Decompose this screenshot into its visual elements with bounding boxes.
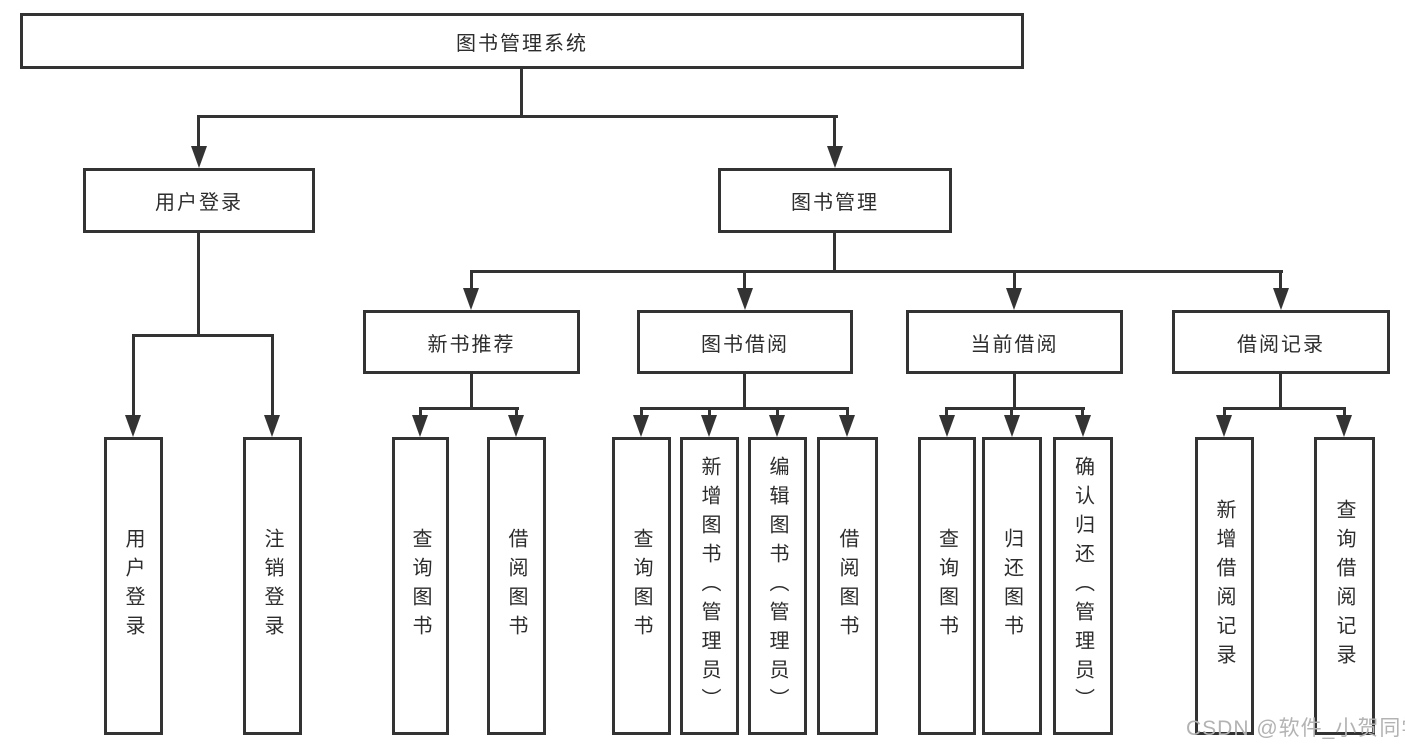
leaf-query-books-borrowing: 查询图书 [612, 437, 671, 735]
leaf-query-borrow-record: 查询借阅记录 [1314, 437, 1375, 735]
node-label: 确认归还（管理员） [1071, 455, 1094, 717]
arrow-down-icon [125, 415, 141, 437]
leaf-query-books-current: 查询图书 [918, 437, 976, 735]
node-label: 注销登录 [261, 528, 283, 644]
node-label: 用户登录 [155, 192, 243, 214]
connector-line [640, 407, 849, 410]
node-book-borrowing: 图书借阅 [637, 310, 853, 374]
connector-line [1279, 270, 1282, 290]
arrow-down-icon [1216, 415, 1232, 437]
connector-line [833, 233, 836, 272]
arrow-down-icon [769, 415, 785, 437]
node-label: 查询图书 [630, 528, 652, 644]
arrow-down-icon [508, 415, 524, 437]
node-label: 借阅图书 [505, 528, 527, 644]
leaf-logout: 注销登录 [243, 437, 302, 735]
arrow-down-icon [412, 415, 428, 437]
leaf-return-book: 归还图书 [982, 437, 1042, 735]
node-library-management-system: 图书管理系统 [20, 13, 1024, 69]
connector-line [945, 407, 948, 418]
leaf-user-login: 用户登录 [104, 437, 163, 735]
leaf-borrow-books-borrowing: 借阅图书 [817, 437, 878, 735]
connector-line [743, 270, 746, 290]
arrow-down-icon [191, 146, 207, 168]
connector-line [132, 334, 135, 418]
arrow-down-icon [737, 288, 753, 310]
connector-line [470, 270, 1283, 273]
connector-line [776, 407, 779, 418]
connector-line [271, 334, 274, 418]
watermark: CSDN @软件_小贺同学 [1186, 717, 1405, 740]
connector-line [1010, 407, 1013, 418]
connector-line [708, 407, 711, 418]
connector-line [470, 270, 473, 290]
arrow-down-icon [633, 415, 649, 437]
node-label: 借阅记录 [1237, 333, 1325, 356]
node-user-login: 用户登录 [83, 168, 315, 233]
node-label: 图书借阅 [701, 333, 789, 356]
connector-line [419, 407, 519, 410]
connector-line [515, 407, 518, 418]
node-new-book-recommendation: 新书推荐 [363, 310, 580, 374]
arrow-down-icon [264, 415, 280, 437]
leaf-query-books-recommend: 查询图书 [392, 437, 449, 735]
connector-line [1223, 407, 1226, 418]
node-label: 编辑图书（管理员） [766, 455, 788, 717]
connector-line [419, 407, 422, 418]
leaf-edit-book-admin: 编辑图书（管理员） [748, 437, 807, 735]
arrow-down-icon [827, 146, 843, 168]
arrow-down-icon [1273, 288, 1289, 310]
arrow-down-icon [1004, 415, 1020, 437]
node-label: 借阅图书 [836, 528, 858, 644]
leaf-add-borrow-record: 新增借阅记录 [1195, 437, 1254, 735]
connector-line [197, 115, 200, 149]
connector-line [1279, 374, 1282, 409]
connector-line [1081, 407, 1084, 418]
arrow-down-icon [839, 415, 855, 437]
node-label: 归还图书 [1000, 528, 1023, 644]
node-label: 新增借阅记录 [1213, 499, 1235, 673]
connector-line [833, 115, 836, 149]
arrow-down-icon [701, 415, 717, 437]
node-book-management: 图书管理 [718, 168, 952, 233]
connector-line [520, 69, 523, 117]
arrow-down-icon [939, 415, 955, 437]
node-label: 图书管理 [791, 192, 879, 214]
connector-line [132, 334, 274, 337]
node-label: 查询图书 [935, 528, 958, 644]
node-current-borrowing: 当前借阅 [906, 310, 1123, 374]
connector-line [1013, 374, 1016, 409]
node-label: 查询图书 [409, 528, 431, 644]
leaf-borrow-books-recommend: 借阅图书 [487, 437, 546, 735]
node-label: 新书推荐 [427, 333, 516, 356]
node-label: 新增图书（管理员） [698, 455, 720, 717]
connector-line [197, 233, 200, 336]
node-borrowing-records: 借阅记录 [1172, 310, 1390, 374]
leaf-add-book-admin: 新增图书（管理员） [680, 437, 739, 735]
connector-line [1223, 407, 1346, 410]
node-label: 用户登录 [122, 528, 144, 644]
arrow-down-icon [1336, 415, 1352, 437]
connector-line [1013, 270, 1016, 290]
connector-line [640, 407, 643, 418]
node-label: 图书管理系统 [456, 32, 588, 55]
node-label: 当前借阅 [970, 333, 1059, 356]
leaf-confirm-return-admin: 确认归还（管理员） [1053, 437, 1113, 735]
connector-line [846, 407, 849, 418]
connector-line [1343, 407, 1346, 418]
arrow-down-icon [1075, 415, 1091, 437]
node-label: 查询借阅记录 [1333, 499, 1355, 673]
arrow-down-icon [1006, 288, 1022, 310]
arrow-down-icon [463, 288, 479, 310]
connector-line [743, 374, 746, 409]
connector-line [197, 115, 838, 118]
connector-line [470, 374, 473, 409]
connector-line [945, 407, 1085, 410]
